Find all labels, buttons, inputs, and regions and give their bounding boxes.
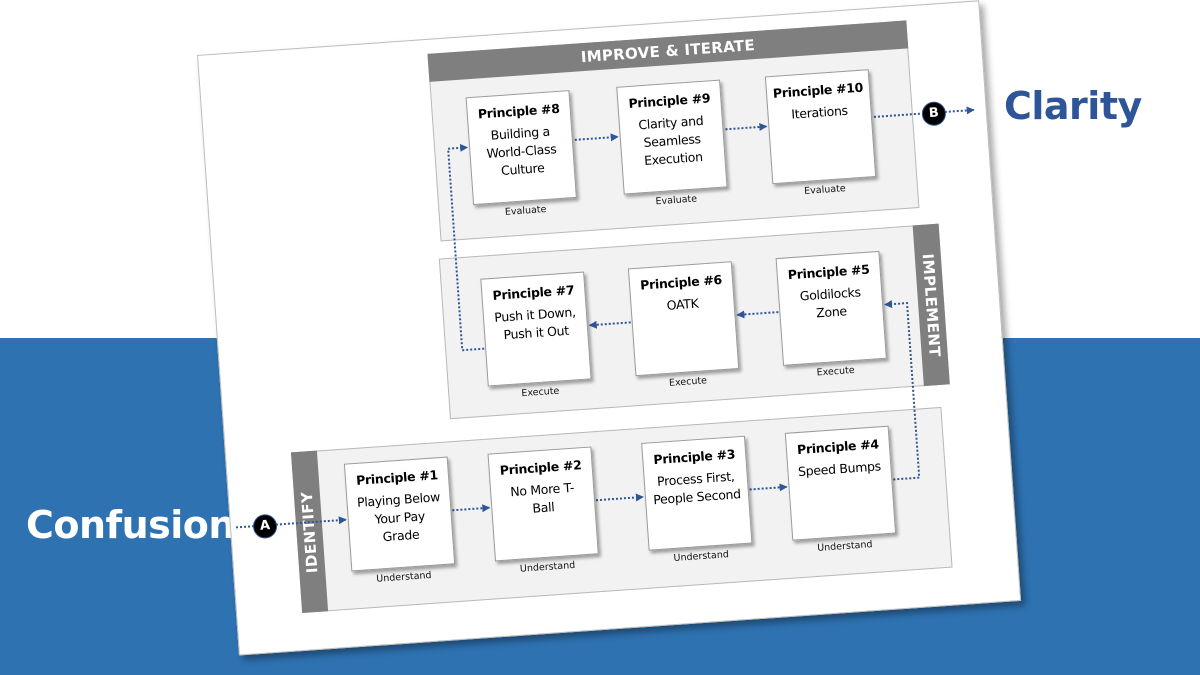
principle-1-desc: Playing Below Your Pay Grade: [356, 489, 441, 545]
phase-implement-header: IMPLEMENT: [912, 223, 950, 387]
start-label-confusion: Confusion: [26, 503, 235, 547]
principle-8-desc: Building a World-Class Culture: [486, 123, 557, 179]
phase-identify-title: IDENTIFY: [297, 490, 322, 574]
principle-5-title: Principle #5: [787, 261, 871, 283]
principle-4-title: Principle #4: [796, 436, 880, 458]
principle-card-9: Principle #9 Clarity and Seamless Execut…: [616, 79, 728, 195]
principle-9-desc: Clarity and Seamless Execution: [637, 112, 704, 169]
principle-4-desc: Speed Bumps: [797, 458, 882, 480]
principle-card-7: Principle #7 Push it Down, Push it Out: [480, 271, 592, 387]
principle-9-title: Principle #9: [627, 90, 711, 111]
principle-10-title: Principle #10: [772, 79, 864, 101]
principle-card-2: Principle #2 No More T-Ball: [487, 446, 599, 562]
principle-1-title: Principle #1: [355, 467, 439, 488]
principle-card-3: Principle #3 Process First, People Secon…: [641, 435, 753, 551]
principle-card-4: Principle #4 Speed Bumps: [784, 425, 897, 541]
principle-card-10: Principle #10 Iterations: [764, 69, 877, 185]
principle-3-title: Principle #3: [652, 446, 736, 468]
principle-card-8: Principle #8 Building a World-Class Cult…: [465, 90, 577, 206]
principle-7-desc: Push it Down, Push it Out: [493, 304, 577, 343]
end-node-b: B: [921, 100, 947, 127]
principle-5-desc: Goldilocks Zone: [799, 284, 862, 321]
phase-implement-title: IMPLEMENT: [918, 252, 944, 358]
principle-card-5: Principle #5 Goldilocks Zone: [775, 250, 887, 366]
phase-identify-header: IDENTIFY: [290, 450, 329, 614]
start-node-a: A: [252, 513, 278, 540]
principle-8-title: Principle #8: [477, 100, 561, 122]
principle-3-desc: Process First, People Second: [652, 468, 742, 508]
principle-6-desc: OATK: [666, 295, 699, 313]
principle-2-title: Principle #2: [499, 457, 582, 478]
principle-card-1: Principle #1 Playing Below Your Pay Grad…: [343, 456, 456, 572]
principle-2-desc: No More T-Ball: [509, 479, 575, 516]
principle-10-desc: Iterations: [790, 102, 849, 122]
principle-7-title: Principle #7: [492, 282, 575, 303]
principle-card-6: Principle #6 OATK: [627, 261, 740, 377]
connector-b-out: [944, 106, 975, 115]
principle-6-title: Principle #6: [639, 271, 723, 293]
end-label-clarity: Clarity: [1004, 84, 1142, 128]
diagram-sheet: IMPROVE & ITERATE IMPLEMENT IDENTIFY: [197, 0, 1022, 656]
